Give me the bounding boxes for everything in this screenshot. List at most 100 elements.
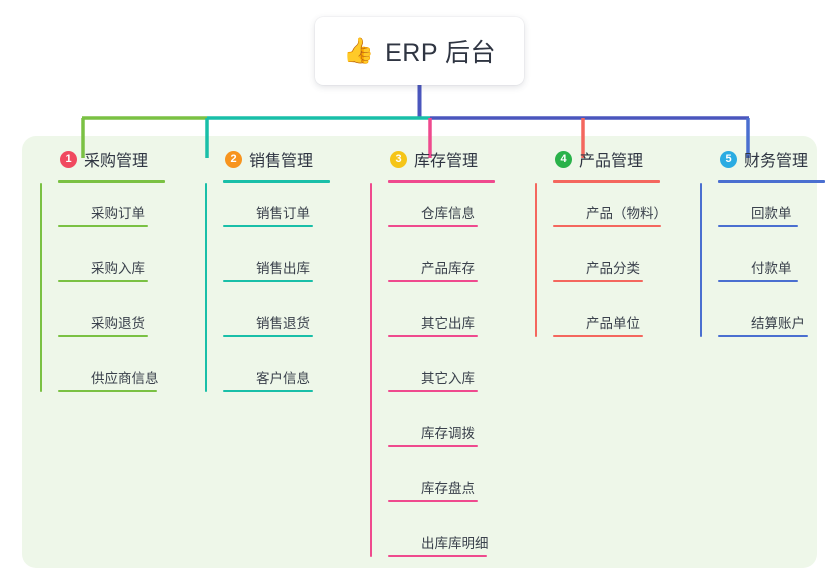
branch-item[interactable]: 仓库信息: [388, 183, 495, 238]
branch-item[interactable]: 产品单位: [553, 293, 660, 348]
branch-column: 1 采购管理采购订单采购入库采购退货供应商信息: [40, 148, 165, 403]
branch-item-underline: [388, 225, 478, 227]
branch-header-underline: [223, 180, 330, 183]
branch-item-underline: [223, 335, 313, 337]
branch-title: 财务管理: [744, 153, 809, 170]
branch-item[interactable]: 销售退货: [223, 293, 330, 348]
branch-item-list: 仓库信息产品库存其它出库其它入库库存调拨库存盘点出库库明细: [370, 183, 495, 568]
branch-item[interactable]: 回款单: [718, 183, 825, 238]
branch-item[interactable]: 销售出库: [223, 238, 330, 293]
branch-number-badge: 5: [720, 150, 737, 168]
branch-spine: [370, 183, 372, 557]
branch-title: 销售管理: [249, 153, 314, 170]
branch-item-label: 采购入库: [91, 261, 145, 276]
branch-item-underline: [58, 280, 148, 282]
branch-item-label: 其它入库: [421, 371, 475, 386]
branch-item[interactable]: 客户信息: [223, 348, 330, 403]
branch-item-underline: [223, 280, 313, 282]
branch-item-label: 采购订单: [91, 206, 145, 221]
branch-number-badge: 4: [555, 150, 572, 168]
branch-item-underline: [388, 390, 478, 392]
branch-item-label: 产品单位: [586, 316, 640, 331]
branch-item-underline: [718, 225, 798, 227]
branch-item-label: 产品分类: [586, 261, 640, 276]
branch-item[interactable]: 供应商信息: [58, 348, 165, 403]
root-node-content: 👍 ERP 后台: [343, 33, 496, 69]
branch-item-underline: [388, 500, 478, 502]
branch-item[interactable]: 采购退货: [58, 293, 165, 348]
branch-header-underline: [718, 180, 825, 183]
branch-item-list: 回款单付款单结算账户: [700, 183, 825, 348]
branch-item-label: 产品库存: [421, 261, 475, 276]
branch-item-label: 回款单: [751, 206, 792, 221]
branch-item-label: 客户信息: [256, 371, 310, 386]
branch-item-underline: [388, 445, 478, 447]
branch-item[interactable]: 销售订单: [223, 183, 330, 238]
branch-item-underline: [553, 335, 643, 337]
branch-item[interactable]: 产品库存: [388, 238, 495, 293]
branch-item-label: 销售出库: [256, 261, 310, 276]
branch-item[interactable]: 出库库明细: [388, 513, 495, 568]
branch-spine: [40, 183, 42, 392]
branch-item[interactable]: 其它入库: [388, 348, 495, 403]
branch-item-underline: [58, 225, 148, 227]
branch-item[interactable]: 采购入库: [58, 238, 165, 293]
branch-item-label: 销售退货: [256, 316, 310, 331]
branch-item[interactable]: 其它出库: [388, 293, 495, 348]
branch-spine: [700, 183, 702, 337]
branch-item-underline: [553, 225, 661, 227]
branch-item-label: 结算账户: [751, 316, 805, 331]
thumbs-up-icon: 👍: [342, 36, 375, 65]
branch-item[interactable]: 采购订单: [58, 183, 165, 238]
branch-spine: [205, 183, 207, 392]
branch-item-list: 产品（物料） 产品分类产品单位: [535, 183, 667, 348]
branch-item-underline: [388, 335, 478, 337]
branch-item-label: 采购退货: [91, 316, 145, 331]
root-node-title: ERP 后台: [385, 39, 497, 67]
branch-column: 5 财务管理回款单付款单结算账户: [700, 148, 825, 348]
branch-item-underline: [58, 390, 157, 392]
branch-item-list: 采购订单采购入库采购退货供应商信息: [40, 183, 165, 403]
branch-header-underline: [553, 180, 660, 183]
branch-item-label: 其它出库: [421, 316, 475, 331]
branch-title: 库存管理: [414, 153, 479, 170]
branch-item[interactable]: 产品（物料）: [553, 183, 667, 238]
branch-item[interactable]: 付款单: [718, 238, 825, 293]
branch-number-badge: 1: [60, 150, 77, 168]
branch-item-label: 库存盘点: [421, 481, 475, 496]
branch-number-badge: 3: [390, 150, 407, 168]
branch-title: 采购管理: [84, 153, 149, 170]
branch-column: 4 产品管理产品（物料） 产品分类产品单位: [535, 148, 667, 348]
branch-item-underline: [553, 280, 643, 282]
branch-item-underline: [223, 225, 313, 227]
branch-item-label: 库存调拨: [421, 426, 475, 441]
branch-item[interactable]: 库存调拨: [388, 403, 495, 458]
branch-item-label: 仓库信息: [421, 206, 475, 221]
branch-item-label: 产品（物料）: [586, 206, 667, 221]
branch-item-underline: [718, 280, 798, 282]
branch-item-list: 销售订单销售出库销售退货客户信息: [205, 183, 330, 403]
branch-item-label: 出库库明细: [421, 536, 489, 551]
branch-item-label: 付款单: [751, 261, 792, 276]
branch-header[interactable]: 3 库存管理: [370, 148, 495, 170]
branch-header[interactable]: 1 采购管理: [40, 148, 165, 170]
branch-header-underline: [58, 180, 165, 183]
branch-spine: [535, 183, 537, 337]
diagram-panel: [22, 136, 817, 568]
root-node-card[interactable]: 👍 ERP 后台: [315, 17, 524, 85]
branch-item[interactable]: 结算账户: [718, 293, 825, 348]
branch-title: 产品管理: [579, 153, 644, 170]
branch-header-underline: [388, 180, 495, 183]
branch-header[interactable]: 5 财务管理: [700, 148, 825, 170]
branch-item[interactable]: 产品分类: [553, 238, 660, 293]
branch-item[interactable]: 库存盘点: [388, 458, 495, 513]
branch-header[interactable]: 4 产品管理: [535, 148, 660, 170]
branch-item-underline: [223, 390, 313, 392]
branch-item-label: 销售订单: [256, 206, 310, 221]
branch-item-underline: [388, 280, 478, 282]
branch-item-underline: [58, 335, 148, 337]
branch-item-underline: [388, 555, 487, 557]
